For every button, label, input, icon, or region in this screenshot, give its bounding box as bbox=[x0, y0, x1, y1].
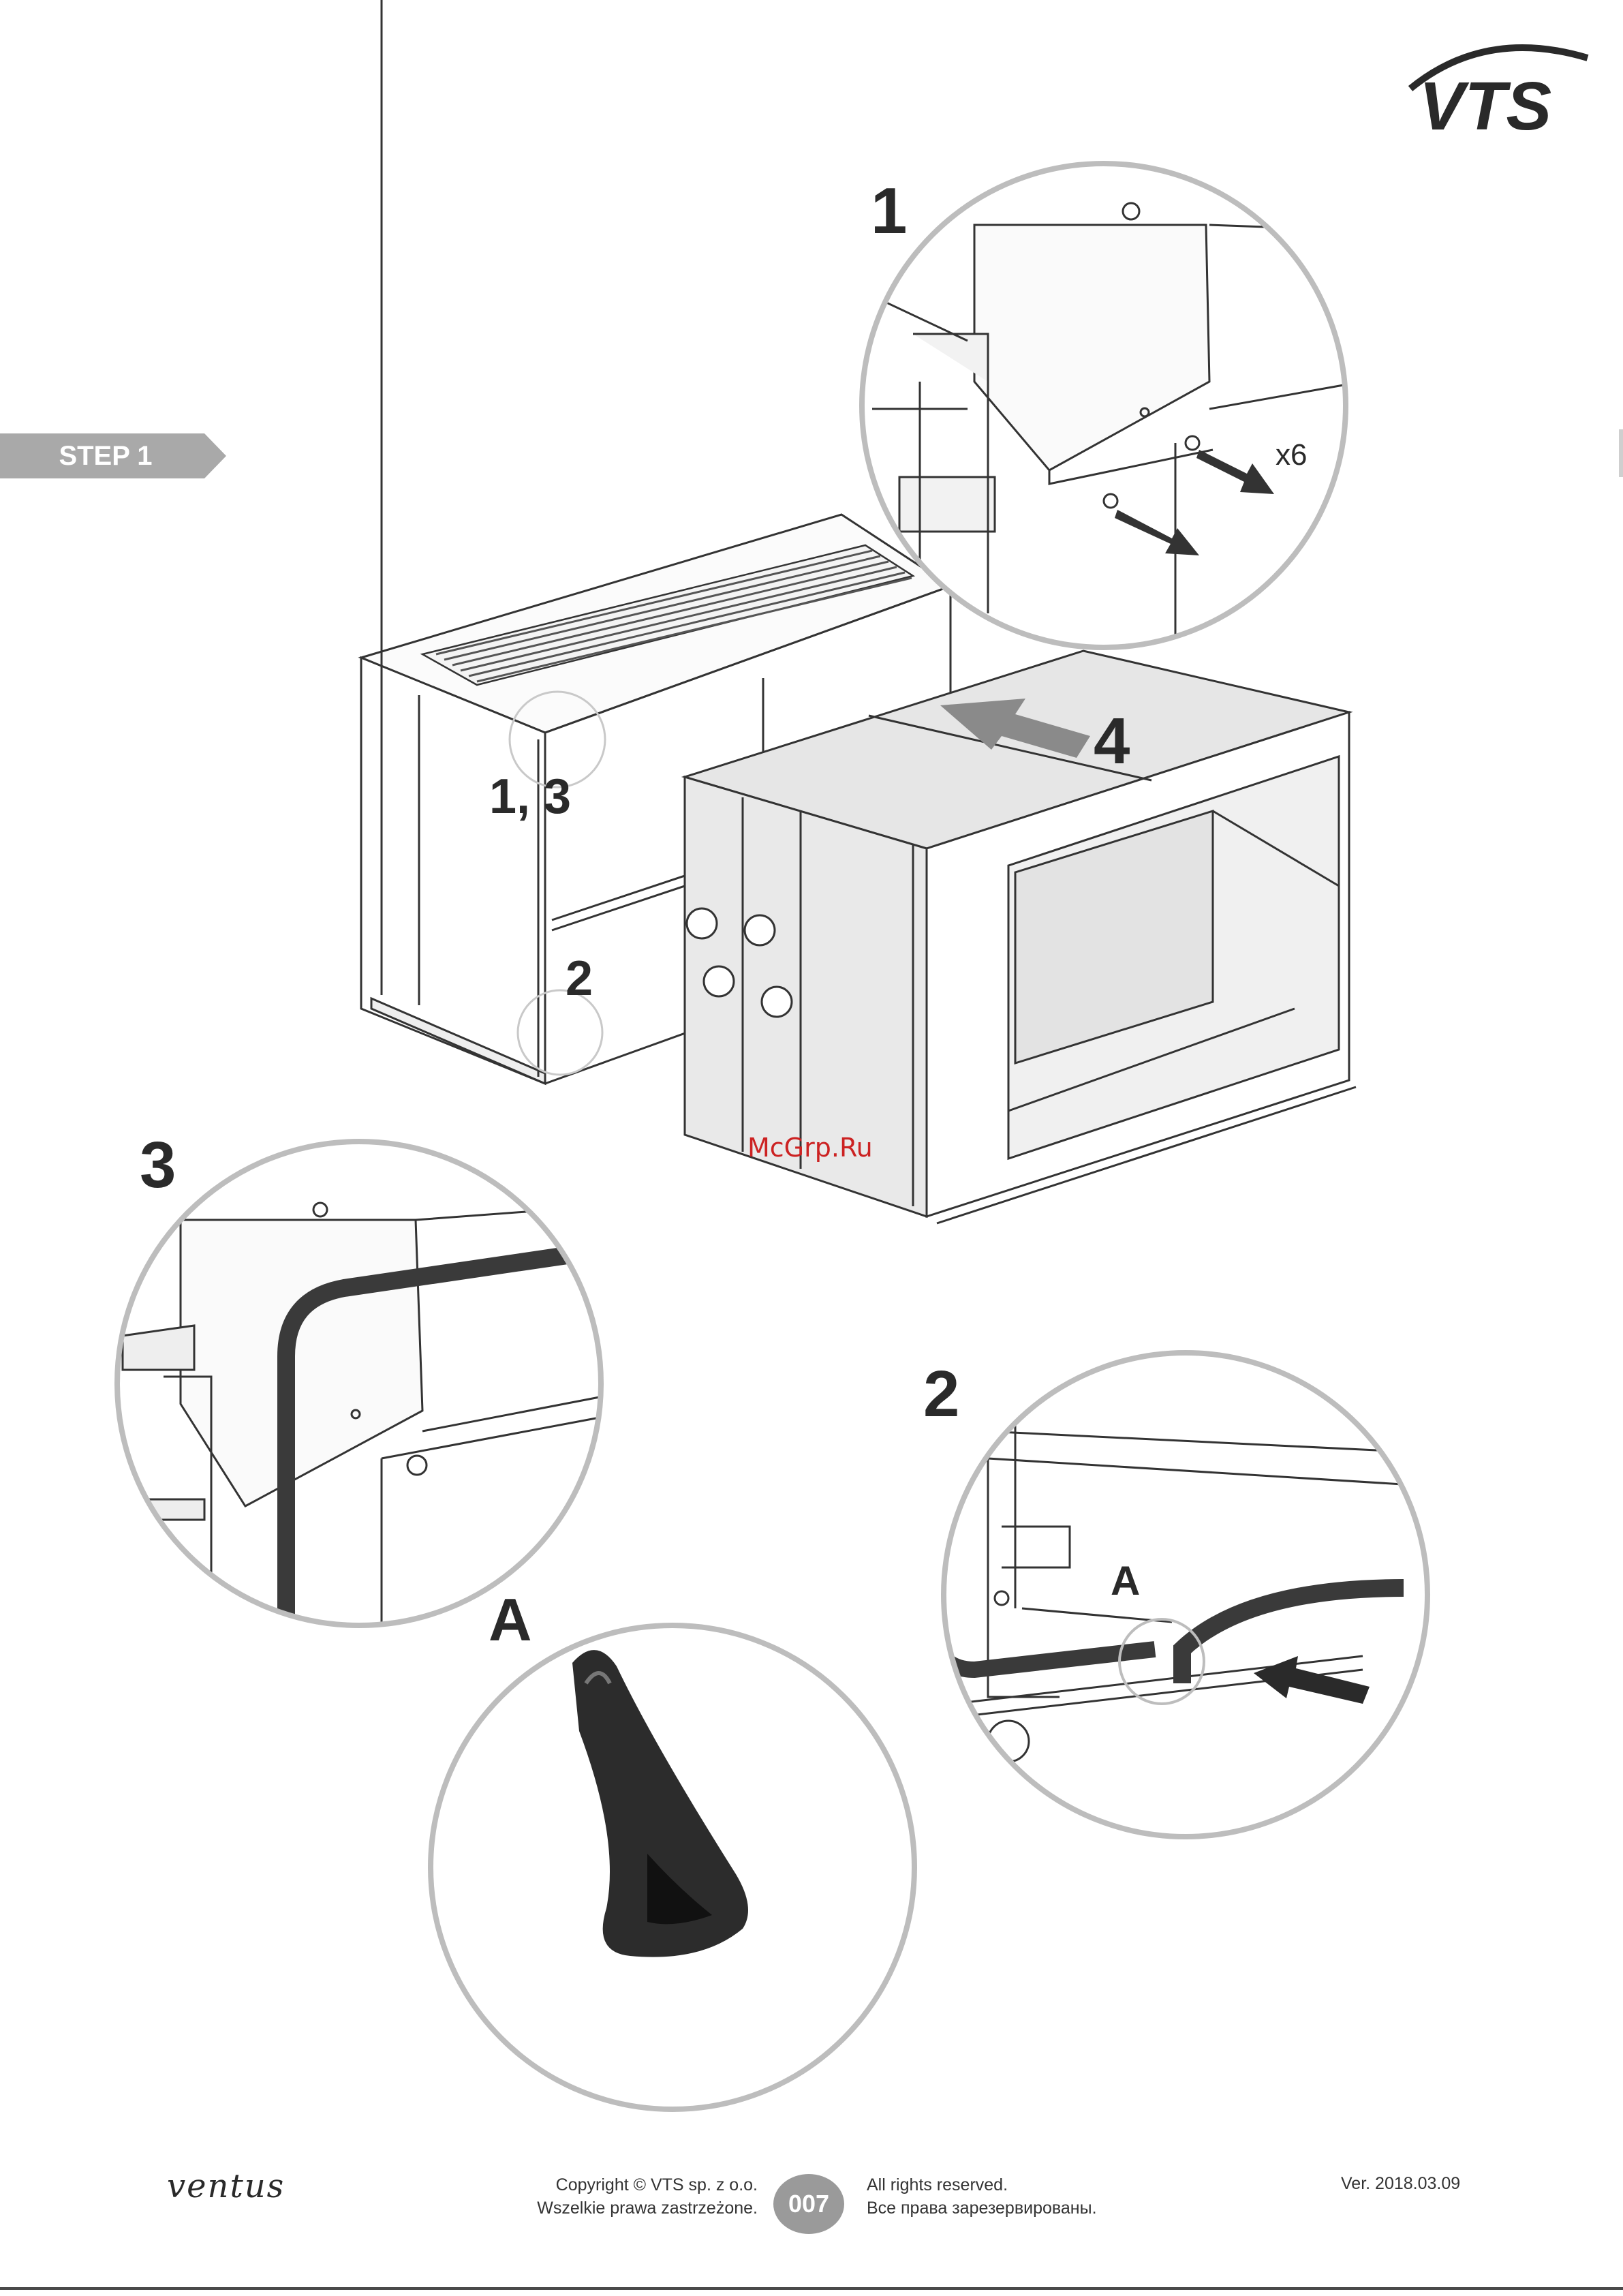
bottom-rule bbox=[0, 2287, 1623, 2290]
callout-detail-1: 1 bbox=[871, 179, 907, 244]
callout-main-2: 2 bbox=[566, 954, 593, 1003]
callout-detail-3: 3 bbox=[140, 1133, 176, 1198]
page-number: 007 bbox=[788, 2190, 829, 2218]
version-label: Ver. 2018.03.09 bbox=[1341, 2173, 1460, 2196]
page-number-badge: 007 bbox=[773, 2174, 844, 2234]
copyright-pl-line: Wszelkie prawa zastrzeżone. bbox=[530, 2197, 758, 2220]
count-label: x6 bbox=[1276, 438, 1307, 472]
callout-detail-a: A bbox=[489, 1590, 532, 1650]
footer-rights: All rights reserved. Все права зарезерви… bbox=[867, 2174, 1097, 2220]
step-label: STEP 1 bbox=[59, 441, 152, 472]
callout-main-1-3: 1, 3 bbox=[489, 772, 571, 821]
callout-arrow-4: 4 bbox=[1094, 709, 1130, 774]
footer-copyright: Copyright © VTS sp. z o.o. Wszelkie praw… bbox=[530, 2174, 758, 2220]
page-edge-mark bbox=[1619, 429, 1623, 477]
watermark: McGrp.Ru bbox=[747, 1133, 873, 1163]
rights-ru-line: Все права зарезервированы. bbox=[867, 2197, 1097, 2220]
vts-logo-mark: VTS bbox=[1383, 27, 1601, 143]
vts-logo: VTS bbox=[1383, 27, 1601, 143]
callout-detail-2: 2 bbox=[923, 1362, 959, 1427]
detail-3-drawing bbox=[109, 1138, 613, 1629]
ventus-logo: ventus bbox=[167, 2167, 285, 2205]
detail-1-drawing bbox=[818, 164, 1431, 709]
step-tab: STEP 1 bbox=[0, 433, 226, 478]
rights-en-line: All rights reserved. bbox=[867, 2174, 1097, 2197]
copyright-line: Copyright © VTS sp. z o.o. bbox=[530, 2174, 758, 2197]
vts-logo-text: VTS bbox=[1419, 68, 1551, 143]
callout-detail-a-small: A bbox=[1111, 1561, 1140, 1602]
